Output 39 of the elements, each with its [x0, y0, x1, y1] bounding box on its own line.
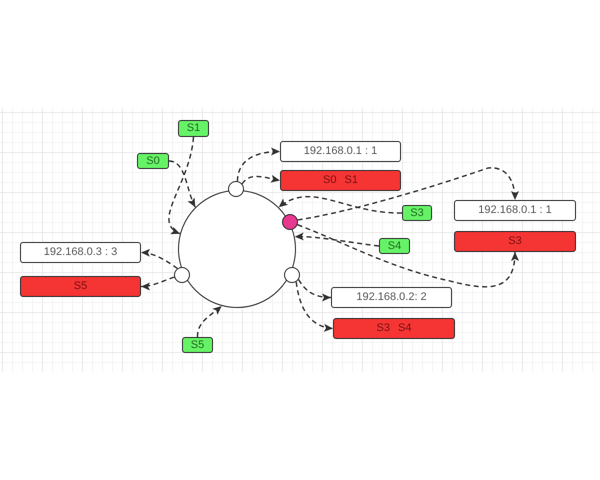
dashed-arrow [168, 136, 194, 234]
node-label: S3 [508, 236, 522, 247]
node-label: S4 [388, 240, 402, 252]
server-address-node [20, 242, 141, 263]
node-label: S3 S4 [376, 323, 412, 334]
node-label: 192.168.0.2: 2 [356, 292, 427, 303]
node-label: 192.168.0.1 : 1 [478, 205, 552, 216]
node-label: 192.168.0.1 : 1 [304, 146, 378, 157]
key-node [402, 205, 432, 221]
key-list-node [280, 170, 401, 191]
node-label: S0 [146, 156, 160, 166]
node-label: S5 [190, 340, 204, 350]
server-address-node [331, 287, 452, 308]
dashed-arrow [242, 174, 280, 184]
key-list-node [333, 318, 455, 339]
dashed-arrow [296, 282, 334, 332]
dashed-arrow [278, 196, 402, 214]
dashed-arrow [298, 167, 519, 221]
dashed-arrow [294, 232, 380, 247]
node-label: S0 S1 [323, 175, 358, 186]
dashed-arrow [298, 279, 332, 302]
dashed-arrow [168, 160, 196, 208]
dashed-arrow [140, 276, 175, 290]
server-address-node [454, 200, 576, 221]
key-node [182, 337, 213, 353]
node-label: S3 [410, 208, 424, 218]
key-node [379, 238, 410, 254]
node-label: S1 [186, 123, 200, 134]
dashed-arrow [196, 305, 222, 338]
key-node [137, 153, 169, 169]
key-list-node [20, 276, 141, 297]
node-label: S5 [74, 281, 88, 292]
key-list-node [454, 231, 576, 252]
server-address-node [280, 141, 401, 162]
dashed-arrow [140, 249, 178, 269]
node-label: 192.168.0.3 : 3 [44, 247, 118, 258]
key-node [178, 120, 209, 137]
dashed-arrow [236, 148, 280, 182]
dashed-arrow [297, 224, 518, 288]
